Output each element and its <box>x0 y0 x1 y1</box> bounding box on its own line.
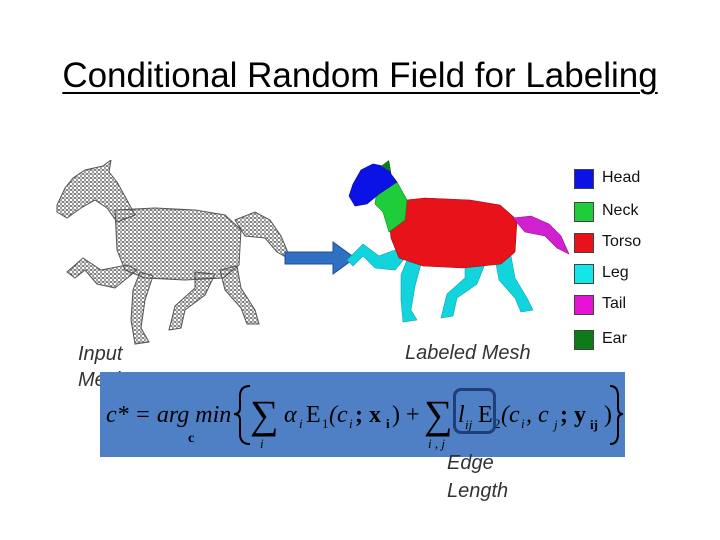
labeled-mesh-caption: Labeled Mesh <box>405 342 531 364</box>
formula-plus: + <box>406 402 420 428</box>
term1-args-rest: ; x <box>355 402 381 428</box>
legend-label: Leg <box>602 264 629 281</box>
input-mesh-horse-image <box>56 160 293 345</box>
legend: Head Neck Torso Leg Tail Ear <box>572 166 712 356</box>
edge-length-caption: Edge Length <box>447 452 509 502</box>
legend-label: Tail <box>602 295 627 312</box>
labeled-mesh-horse-image <box>346 160 570 323</box>
legend-swatch <box>574 295 594 315</box>
term2-args-sub1: i <box>521 416 525 431</box>
edge-length-highlight <box>453 388 496 434</box>
term1-args: (c <box>329 402 348 428</box>
legend-label: Ear <box>602 330 627 347</box>
sum-symbol: ∑ <box>250 392 279 437</box>
legend-label: Neck <box>602 202 639 219</box>
legend-item-head: Head <box>572 166 712 192</box>
legend-swatch <box>574 233 594 253</box>
term1-args-rest-sub: i <box>386 416 390 431</box>
term1-close: ) <box>392 402 400 428</box>
term1-weight-sub: i <box>299 416 303 431</box>
sum-symbol: ∑ <box>424 392 453 437</box>
term2-energy-sub: 2 <box>494 416 501 431</box>
term1-energy-sub: 1 <box>322 416 329 431</box>
term1-weight: α <box>284 402 297 428</box>
legend-swatch <box>574 169 594 189</box>
legend-swatch <box>574 202 594 222</box>
sum2-sub: i , j <box>428 436 445 451</box>
term2-weight-sub: ij <box>465 417 473 432</box>
legend-item-torso: Torso <box>572 230 712 256</box>
legend-item-neck: Neck <box>572 199 712 225</box>
term2-weight: l <box>458 402 465 428</box>
legend-swatch <box>574 330 594 350</box>
term2-energy: E <box>478 402 493 428</box>
legend-item-leg: Leg <box>572 261 712 287</box>
term2-args-rest-sub: ij <box>590 417 598 432</box>
term1-args-sub: i <box>349 416 353 431</box>
formula-lhs: c* = arg min <box>106 402 231 428</box>
term2-args-rest: ; y <box>560 402 586 428</box>
legend-swatch <box>574 264 594 284</box>
term2-args: (c <box>501 402 520 428</box>
arrow-right-icon <box>284 241 356 275</box>
torso-region <box>386 197 518 269</box>
slide-title: Conditional Random Field for Labeling <box>62 56 658 95</box>
term1-energy: E <box>306 402 321 428</box>
legend-item-ear: Ear <box>572 327 712 353</box>
crf-energy-formula: c* = arg min c ∑ i α i E 1 (c i ; x i ) … <box>100 372 625 457</box>
legend-item-tail: Tail <box>572 292 712 318</box>
term2-args-sub2: j <box>552 417 558 432</box>
term2-args-mid: , c <box>526 402 549 428</box>
sum1-sub: i <box>260 436 264 451</box>
legend-label: Head <box>602 169 641 186</box>
formula-lhs-sub: c <box>188 431 194 446</box>
legend-label: Torso <box>602 233 642 250</box>
term2-close: ) <box>604 402 612 428</box>
